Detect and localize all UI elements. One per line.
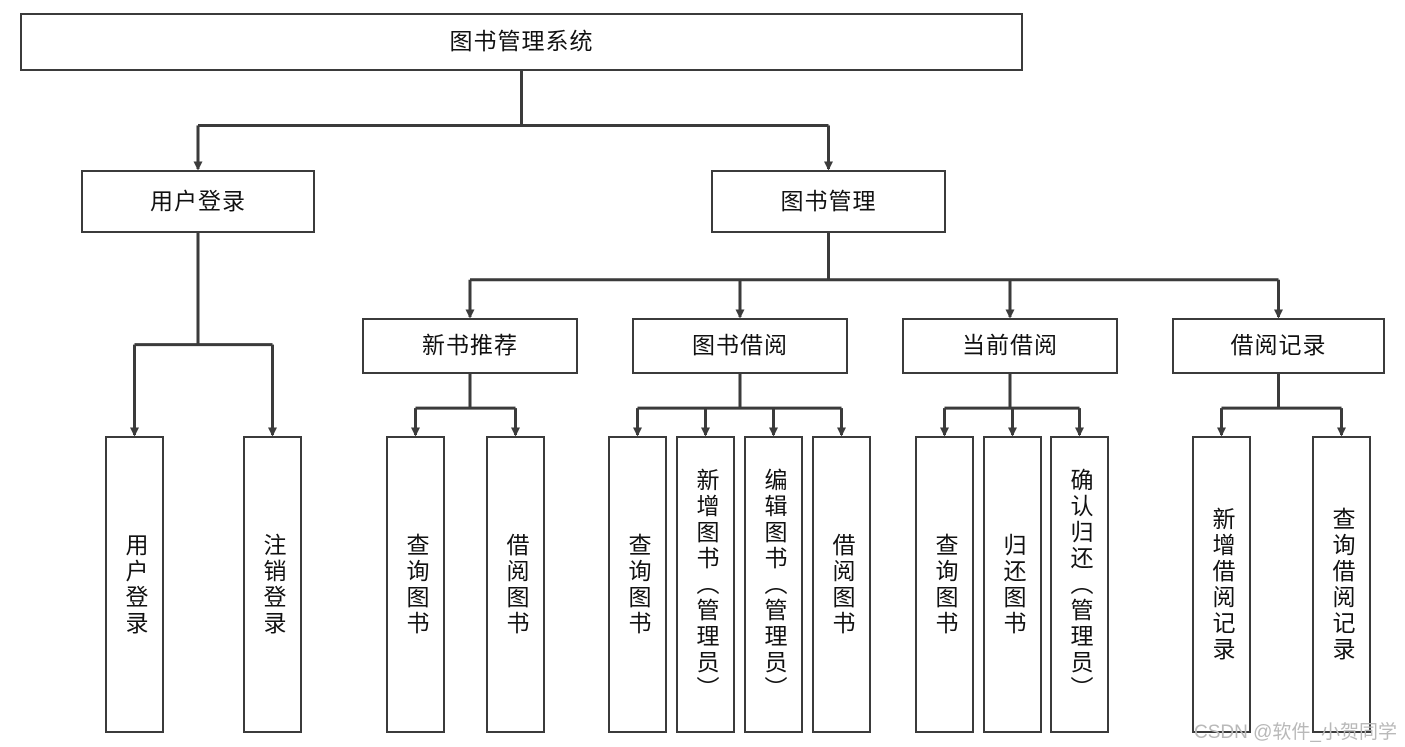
node-label: 借阅图书 — [829, 532, 855, 637]
node-leaf5[interactable]: 查询图书 — [608, 436, 667, 733]
node-label: 用户登录 — [122, 532, 148, 637]
node-label: 新书推荐 — [422, 332, 518, 359]
csdn-watermark: CSDN @软件_小贺同学 — [1194, 722, 1397, 743]
node-login[interactable]: 用户登录 — [81, 170, 315, 233]
node-leaf6[interactable]: 新增图书（管理员） — [676, 436, 735, 733]
node-leaf3[interactable]: 查询图书 — [386, 436, 445, 733]
node-current[interactable]: 当前借阅 — [902, 318, 1118, 374]
node-leaf4[interactable]: 借阅图书 — [486, 436, 545, 733]
node-label: 借阅图书 — [503, 532, 529, 637]
node-label: 当前借阅 — [962, 332, 1058, 359]
node-label: 新增图书（管理员） — [693, 467, 719, 702]
node-label: 新增借阅记录 — [1209, 506, 1235, 663]
node-leaf2[interactable]: 注销登录 — [243, 436, 302, 733]
node-label: 查询借阅记录 — [1329, 506, 1355, 663]
node-leaf12[interactable]: 新增借阅记录 — [1192, 436, 1251, 733]
node-leaf11[interactable]: 确认归还（管理员） — [1050, 436, 1109, 733]
node-leaf10[interactable]: 归还图书 — [983, 436, 1042, 733]
node-newbook[interactable]: 新书推荐 — [362, 318, 578, 374]
node-label: 图书借阅 — [692, 332, 788, 359]
node-label: 查询图书 — [403, 532, 429, 637]
node-label: 注销登录 — [260, 532, 286, 637]
node-leaf1[interactable]: 用户登录 — [105, 436, 164, 733]
node-label: 图书管理 — [780, 187, 877, 214]
node-leaf13[interactable]: 查询借阅记录 — [1312, 436, 1371, 733]
node-root[interactable]: 图书管理系统 — [20, 13, 1023, 71]
node-borrow[interactable]: 图书借阅 — [632, 318, 848, 374]
node-label: 用户登录 — [150, 187, 246, 214]
node-bookmgmt[interactable]: 图书管理 — [711, 170, 946, 233]
node-label: 编辑图书（管理员） — [761, 467, 787, 702]
node-label: 归还图书 — [1000, 532, 1026, 637]
node-leaf8[interactable]: 借阅图书 — [812, 436, 871, 733]
node-leaf9[interactable]: 查询图书 — [915, 436, 974, 733]
node-leaf7[interactable]: 编辑图书（管理员） — [744, 436, 803, 733]
node-label: 查询图书 — [932, 532, 958, 637]
node-label: 图书管理系统 — [449, 28, 594, 55]
node-records[interactable]: 借阅记录 — [1172, 318, 1385, 374]
node-label: 确认归还（管理员） — [1067, 467, 1093, 702]
node-label: 借阅记录 — [1230, 332, 1327, 359]
node-label: 查询图书 — [625, 532, 651, 637]
